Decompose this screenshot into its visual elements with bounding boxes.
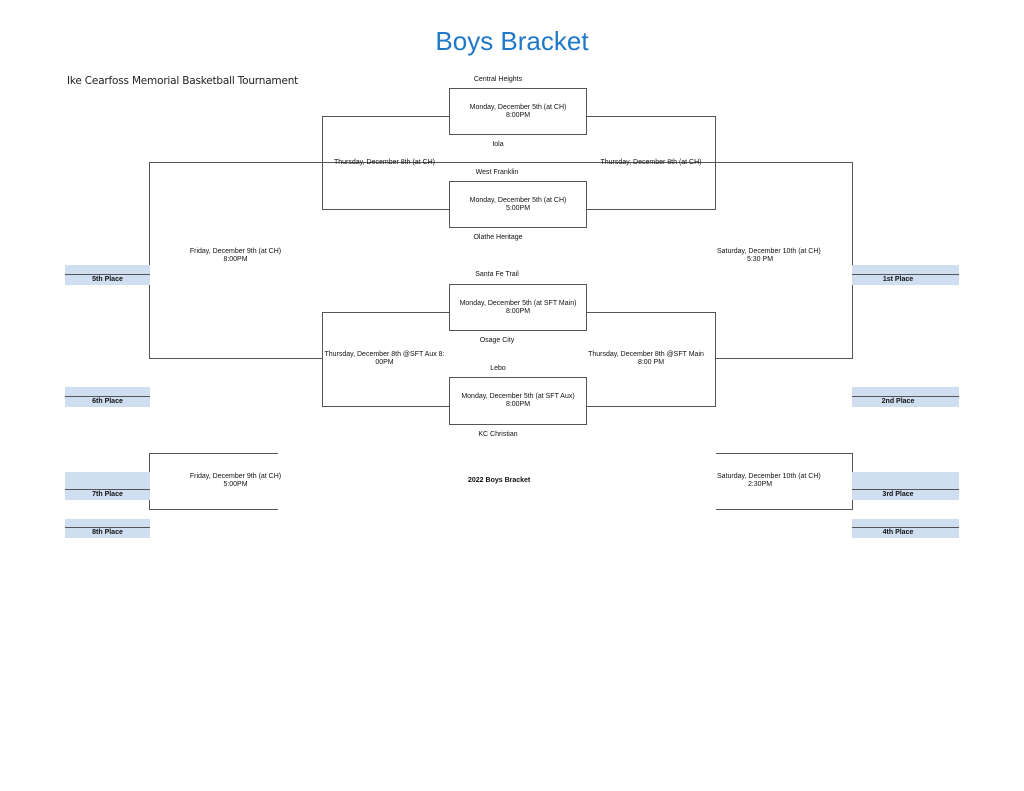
sixth-place-band: [65, 387, 150, 407]
semi-left-bottom-time: 00PM: [375, 359, 394, 366]
game-box-r1-g2: [449, 181, 587, 228]
consolation-right-bottom-line: [716, 509, 853, 510]
mask-bottom: [323, 358, 715, 359]
championship-time: 5:30 PM: [746, 256, 774, 263]
r1-g3-date: Monday, December 5th (at SFT Main): [459, 300, 577, 307]
fifth-place-divider: [65, 274, 150, 275]
fifth-place-game-time: 8:00PM: [223, 256, 248, 263]
eighth-place-band: [65, 519, 150, 538]
second-place-label: 2nd Place: [881, 398, 915, 405]
team-osage-city: Osage City: [479, 337, 515, 344]
r1-g2-date: Monday, December 5th (at CH): [469, 197, 567, 204]
semi-left-top-date: Thursday, December 8th (at CH): [333, 159, 435, 166]
eighth-place-divider: [65, 527, 150, 528]
consolation-left-bottom-line: [149, 509, 278, 510]
second-place-divider: [852, 396, 959, 397]
first-place-divider: [852, 274, 959, 275]
third-place-game-date: Saturday, December 10th (at CH): [717, 473, 821, 480]
fifth-place-band: [65, 265, 150, 285]
team-olathe-heritage: Olathe Heritage: [473, 234, 523, 241]
semi-right-top-date: Thursday, December 8th (at CH): [600, 159, 702, 166]
fourth-place-label: 4th Place: [882, 529, 914, 536]
team-iola: Iola: [492, 141, 504, 148]
fourth-place-band: [852, 519, 959, 538]
third-place-label: 3rd Place: [882, 491, 914, 498]
r1-g3-time: 8:00PM: [505, 308, 531, 315]
r1-g4-date: Monday, December 5th (at SFT Aux): [461, 393, 575, 400]
fifth-place-label: 5th Place: [92, 276, 123, 283]
eighth-place-label: 8th Place: [92, 529, 123, 536]
seventh-place-band: [65, 472, 150, 500]
seventh-place-divider: [65, 489, 150, 490]
semi-right-bottom-time: 8:00 PM: [637, 359, 665, 366]
third-place-game-time: 2:30PM: [747, 481, 773, 488]
team-central-heights: Central Heights: [473, 76, 523, 83]
team-lebo: Lebo: [490, 365, 506, 372]
r1-g1-fill: [450, 89, 586, 134]
page-title: Boys Bracket: [435, 26, 589, 56]
r1-g2-fill: [450, 182, 586, 227]
seventh-place-game-date: Friday, December 9th (at CH): [189, 473, 282, 480]
first-place-band: [852, 265, 959, 285]
sixth-place-label: 6th Place: [92, 398, 123, 405]
r1-g3-fill: [450, 285, 586, 330]
consolation-left-top-line: [149, 453, 278, 454]
fourth-place-divider: [852, 527, 959, 528]
second-place-band: [852, 387, 959, 407]
semi-left-bottom-date: Thursday, December 8th @SFT Aux 8:: [324, 351, 445, 358]
fifth-place-game-date: Friday, December 9th (at CH): [189, 248, 282, 255]
r1-g1-date: Monday, December 5th (at CH): [469, 104, 567, 111]
mask-top: [323, 163, 715, 164]
third-place-divider: [852, 489, 959, 490]
game-box-r1-g4: [449, 377, 587, 425]
team-kc-christian: KC Christian: [478, 431, 518, 438]
team-santa-fe-trail: Santa Fe Trail: [475, 271, 519, 278]
game-box-r1-g3: [449, 284, 587, 331]
game-box-r1-g1: [449, 88, 587, 135]
third-place-band: [852, 472, 959, 500]
first-place-label: 1st Place: [882, 276, 914, 283]
sixth-place-divider: [65, 396, 150, 397]
bracket-label: 2022 Boys Bracket: [468, 477, 531, 484]
r1-g2-time: 5:00PM: [505, 205, 531, 212]
r1-g1-time: 8:00PM: [505, 112, 531, 119]
championship-date: Saturday, December 10th (at CH): [717, 248, 821, 255]
seventh-place-game-time: 5:00PM: [223, 481, 248, 488]
seventh-place-label: 7th Place: [92, 491, 123, 498]
consolation-right-top-line: [716, 453, 853, 454]
r1-g4-fill: [450, 378, 586, 424]
r1-g4-time: 8:00PM: [505, 401, 531, 408]
tournament-name: Ike Cearfoss Memorial Basketball Tournam…: [67, 75, 299, 87]
semi-right-bottom-date: Thursday, December 8th @SFT Main: [588, 351, 704, 358]
team-west-franklin: West Franklin: [475, 169, 519, 176]
